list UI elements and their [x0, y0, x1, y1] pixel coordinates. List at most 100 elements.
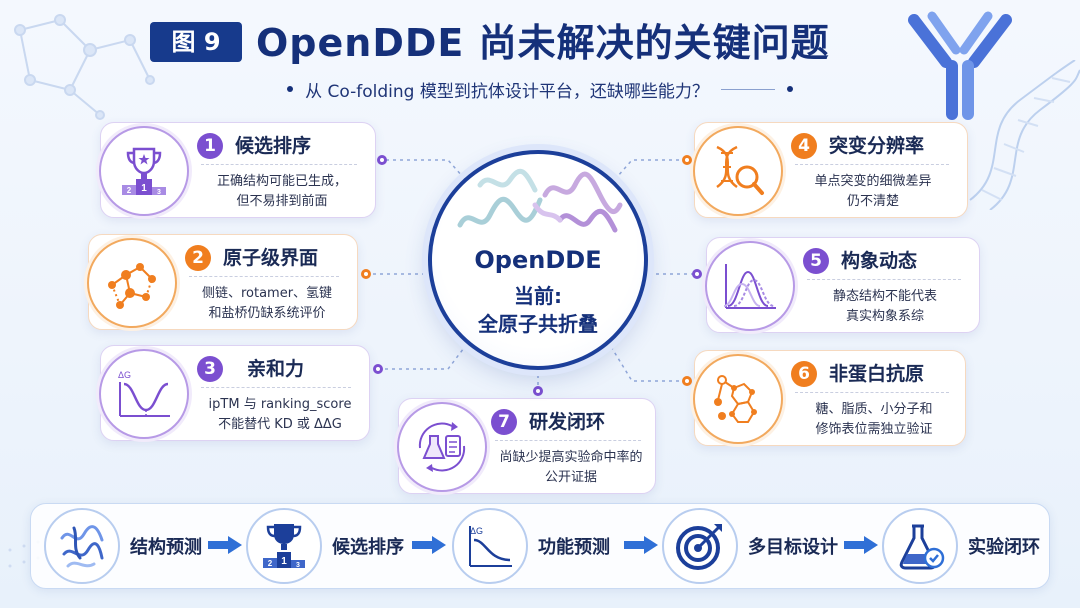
arrow-right-icon: [624, 536, 658, 554]
card-description: 尚缺少提高实验命中率的 公开证据: [491, 448, 651, 488]
card-desc-line: 但不易排到前面: [236, 194, 328, 209]
card-mutation-resolution: 4 突变分辨率 单点突变的细微差异 仍不清楚: [693, 122, 968, 218]
pipeline-bar: [30, 503, 1050, 589]
svg-text:3: 3: [296, 562, 300, 569]
card-title: 原子级界面: [223, 247, 319, 269]
figure-label: 图 9: [150, 22, 242, 62]
connector-dot: [682, 376, 692, 386]
flask-cycle-icon: [397, 402, 487, 492]
svg-text:1: 1: [281, 556, 287, 567]
card-affinity: ΔG 3 亲和力 ipTM 与 ranking_score 不能替代 KD 或 …: [99, 345, 370, 441]
pipeline-step-structure-prediction: 结构预测: [44, 507, 202, 585]
arrow-right-icon: [844, 536, 878, 554]
flask-check-icon: [882, 508, 958, 584]
card-description: 正确结构可能已生成， 但不易排到前面: [197, 172, 367, 212]
card-desc-line: 仍不清楚: [846, 194, 899, 209]
connector-dot: [692, 269, 702, 279]
page-title: OpenDDE 尚未解决的关键问题: [256, 21, 830, 65]
dna-helix-decoration-icon: [969, 60, 1080, 210]
center-line1: 当前:: [514, 284, 562, 308]
card-desc-line: ipTM 与 ranking_score: [208, 397, 352, 412]
center-line2: 全原子共折叠: [478, 312, 598, 336]
card-rd-closed-loop: 7 研发闭环 尚缺少提高实验命中率的 公开证据: [397, 398, 656, 494]
card-desc-line: 不能替代 KD 或 ΔΔG: [218, 417, 342, 432]
pipeline-step-function-prediction: ΔG 功能预测: [452, 507, 610, 585]
dna-magnifier-icon: [693, 126, 783, 216]
connector-dot: [377, 155, 387, 165]
pipeline-step-label: 功能预测: [538, 537, 610, 558]
pipeline-step-candidate-ranking: 1 2 3 候选排序: [246, 507, 404, 585]
connector-dot: [682, 155, 692, 165]
svg-text:2: 2: [127, 186, 132, 195]
card-desc-line: 单点突变的细微差异: [814, 174, 932, 189]
card-number: 7: [491, 409, 517, 435]
arrow-right-icon: [208, 536, 242, 554]
energy-curve-icon: ΔG: [99, 349, 189, 439]
pipeline-step-label: 实验闭环: [968, 537, 1040, 558]
card-number: 6: [791, 361, 817, 387]
card-title: 候选排序: [235, 135, 312, 157]
card-divider: [807, 279, 961, 280]
card-description: ipTM 与 ranking_score 不能替代 KD 或 ΔΔG: [195, 395, 365, 435]
pipeline-step-multi-objective-design: 多目标设计: [662, 507, 838, 585]
card-desc-line: 和盐桥仍缺系统评价: [208, 306, 326, 321]
molecule-decoration-icon: [14, 14, 155, 120]
svg-text:3: 3: [157, 189, 161, 196]
card-title: 亲和力: [247, 358, 305, 380]
card-number: 2: [185, 245, 211, 271]
card-title: 突变分辨率: [829, 135, 925, 157]
card-number: 1: [197, 133, 223, 159]
page-subtitle: 从 Co-folding 模型到抗体设计平台，还缺哪些能力？: [305, 81, 709, 102]
protein-structure-icon: [44, 508, 120, 584]
card-number: 5: [803, 248, 829, 274]
pipeline-step-label: 结构预测: [130, 537, 202, 558]
card-desc-line: 正确结构可能已生成，: [216, 174, 347, 189]
card-non-protein-antigen: 6 非蛋白抗原 糖、脂质、小分子和 修饰表位需独立验证: [693, 350, 966, 446]
delta-g-curve-icon: ΔG: [452, 508, 528, 584]
trophy-podium-icon: 1 2 3: [99, 126, 189, 216]
subtitle-line-right: [720, 88, 775, 90]
card-divider: [201, 387, 351, 388]
card-divider: [495, 440, 641, 441]
subtitle-dot-right: [786, 86, 793, 92]
ensemble-curves-icon: [705, 241, 795, 331]
card-number: 4: [791, 133, 817, 159]
connector-dot: [373, 364, 383, 374]
pipeline-step-label: 多目标设计: [748, 537, 838, 558]
card-divider: [201, 164, 357, 165]
card-desc-line: 静态结构不能代表: [832, 289, 937, 304]
subtitle-row: 从 Co-folding 模型到抗体设计平台，还缺哪些能力？: [280, 76, 800, 102]
center-circle: [428, 150, 648, 370]
card-desc-line: 公开证据: [544, 470, 597, 485]
card-title: 非蛋白抗原: [829, 363, 925, 385]
card-atomic-interface: 2 原子级界面 侧链、rotamer、氢键 和盐桥仍缺系统评价: [87, 234, 358, 330]
card-desc-line: 修饰表位需独立验证: [815, 422, 933, 437]
card-title: 构象动态: [841, 250, 918, 272]
card-conformational-dynamics: 5 构象动态 静态结构不能代表 真实构象系综: [705, 237, 980, 333]
card-divider: [795, 164, 949, 165]
card-desc-line: 侧链、rotamer、氢键: [201, 286, 333, 301]
icon-label: ΔG: [118, 370, 131, 380]
target-icon: [662, 508, 738, 584]
antibody-icon: [908, 11, 1012, 120]
center-title: OpenDDE: [474, 246, 602, 274]
pipeline-step-label: 候选排序: [332, 537, 404, 558]
card-desc-line: 真实构象系综: [845, 309, 924, 324]
card-description: 单点突变的细微差异 仍不清楚: [791, 172, 955, 212]
connector-dot: [361, 269, 371, 279]
card-description: 静态结构不能代表 真实构象系综: [803, 287, 967, 327]
card-desc-line: 尚缺少提高实验命中率的: [499, 450, 643, 465]
subtitle-dot-left: [287, 86, 294, 92]
svg-text:2: 2: [268, 559, 273, 568]
trophy-podium-icon: 1 2 3: [246, 508, 322, 584]
card-divider: [795, 392, 949, 393]
icon-label: ΔG: [470, 526, 483, 536]
card-divider: [189, 276, 339, 277]
arrow-right-icon: [412, 536, 446, 554]
molecule-ring-icon: [693, 354, 783, 444]
card-description: 侧链、rotamer、氢键 和盐桥仍缺系统评价: [185, 284, 349, 324]
pipeline-step-experimental-loop: 实验闭环: [882, 507, 1040, 585]
card-candidate-ranking: 1 2 3 1 候选排序 正确结构可能已生成， 但不易排到前面: [99, 122, 376, 218]
protein-ribbon-icon: [457, 168, 623, 233]
svg-text:1: 1: [141, 183, 147, 194]
